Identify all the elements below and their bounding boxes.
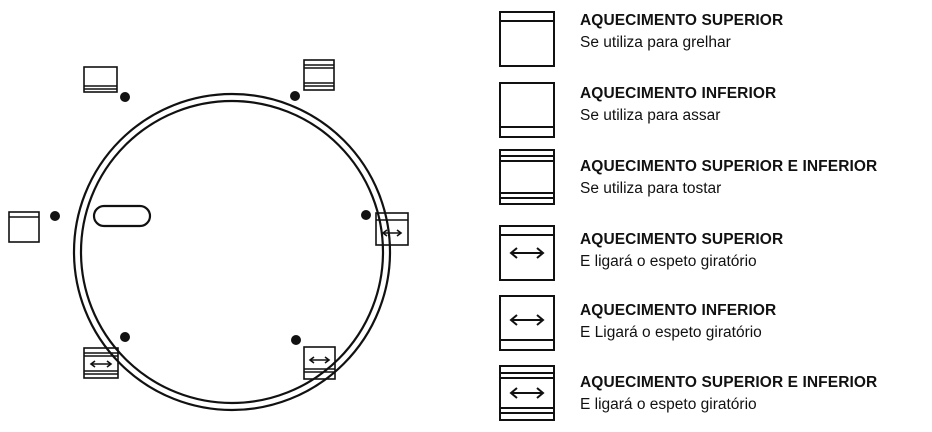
legend-item-bottom-heating: AQUECIMENTO INFERIOR Se utiliza para ass… <box>498 82 932 143</box>
dial-marker-bottom-left <box>120 332 130 342</box>
dial-marker-top-right <box>290 91 300 101</box>
legend-description: Se utiliza para assar <box>580 107 721 124</box>
legend-title: AQUECIMENTO SUPERIOR E INFERIOR <box>580 374 878 391</box>
legend-item-top-bottom-rotisserie: AQUECIMENTO SUPERIOR E INFERIOR E ligará… <box>498 365 932 432</box>
legend-title: AQUECIMENTO SUPERIOR E INFERIOR <box>580 158 878 175</box>
oven-top-bottom-rotisserie-icon <box>83 347 119 379</box>
oven-dial-diagram <box>8 59 409 412</box>
dial-marker-top-left <box>120 92 130 102</box>
legend-title: AQUECIMENTO SUPERIOR <box>580 12 784 29</box>
legend-description: E ligará o espeto giratório <box>580 253 757 270</box>
legend-description: Se utiliza para tostar <box>580 180 722 197</box>
legend-description: E Ligará o espeto giratório <box>580 324 762 341</box>
legend-item-top-rotisserie: AQUECIMENTO SUPERIOR E ligará o espeto g… <box>498 225 932 289</box>
dial-marker-right <box>361 210 371 220</box>
oven-top-icon <box>8 211 40 243</box>
legend-description: E ligará o espeto giratório <box>580 396 757 413</box>
oven-top-icon <box>499 11 555 67</box>
oven-bottom-icon <box>83 66 118 93</box>
legend-title: AQUECIMENTO SUPERIOR <box>580 231 784 248</box>
oven-top-rotisserie-icon <box>499 225 555 281</box>
oven-top-bottom-icon <box>499 149 555 205</box>
legend-description: Se utiliza para grelhar <box>580 34 731 51</box>
oven-bottom-icon <box>499 82 555 138</box>
dial-marker-bottom-right <box>291 335 301 345</box>
oven-bottom-rotisserie-icon <box>303 346 336 380</box>
dial-inner-ring <box>79 99 385 405</box>
legend-title: AQUECIMENTO INFERIOR <box>580 85 777 102</box>
dial-marker-left <box>50 211 60 221</box>
oven-bottom-rotisserie-icon <box>499 295 555 351</box>
heating-modes-legend: AQUECIMENTO SUPERIOR Se utiliza para gre… <box>498 0 932 423</box>
dial-outer-ring <box>72 92 392 412</box>
oven-top-bottom-icon <box>303 59 335 91</box>
oven-top-bottom-rotisserie-icon <box>499 365 555 421</box>
legend-title: AQUECIMENTO INFERIOR <box>580 302 777 319</box>
legend-item-top-bottom-heating: AQUECIMENTO SUPERIOR E INFERIOR Se utili… <box>498 149 932 216</box>
oven-top-rotisserie-icon <box>375 212 409 246</box>
legend-item-top-heating: AQUECIMENTO SUPERIOR Se utiliza para gre… <box>498 10 932 70</box>
dial-knob-pointer[interactable] <box>92 204 152 228</box>
legend-item-bottom-rotisserie: AQUECIMENTO INFERIOR E Ligará o espeto g… <box>498 295 932 360</box>
